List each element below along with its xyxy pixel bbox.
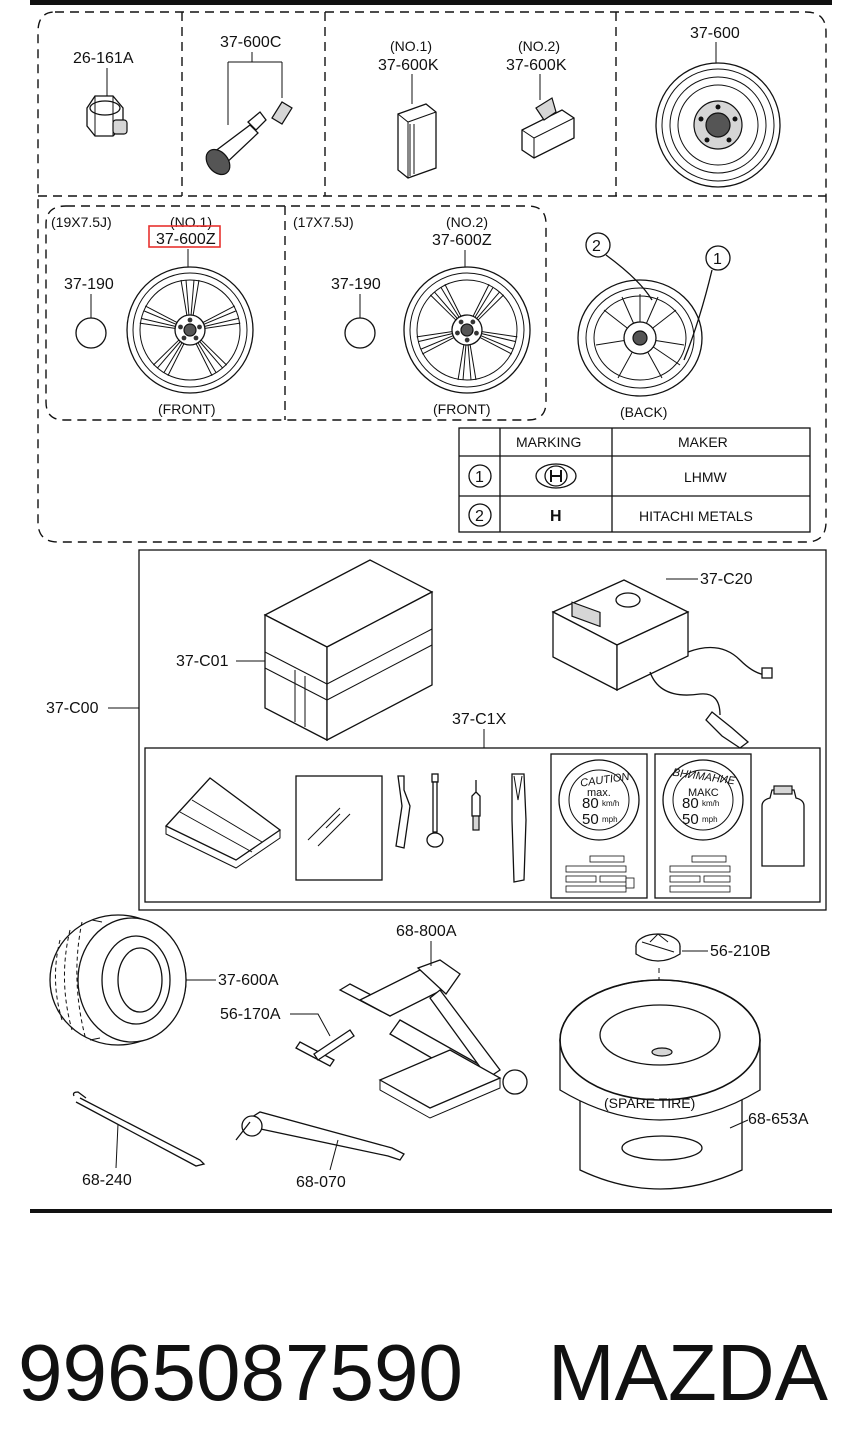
jack-icon <box>338 959 528 1119</box>
lug-wrench-icon <box>235 1111 405 1161</box>
weight-clip-icon <box>521 97 575 159</box>
speed-sticker-1: CAUTION max. 80 km/h 50 mph <box>550 753 648 899</box>
svg-text:km/h: km/h <box>602 799 619 808</box>
label-37-600K-1: 37-600K <box>378 57 439 74</box>
label-37-C20: 37-C20 <box>700 571 753 588</box>
label-37-600C: 37-600C <box>220 34 281 51</box>
svg-text:2: 2 <box>475 508 484 525</box>
center-cap-icon-2 <box>344 317 376 349</box>
back-view-label: (BACK) <box>620 404 667 420</box>
front-view-frame <box>45 205 547 421</box>
wheel-group-frame <box>37 11 827 543</box>
wheel-19-size: (19X7.5J) <box>51 214 112 230</box>
wheel-19-code: 37-600Z <box>156 231 216 248</box>
table-header-maker: MAKER <box>678 434 728 450</box>
wheel-icon <box>655 62 781 188</box>
top-rule <box>30 0 832 5</box>
bottom-rule <box>30 1209 832 1213</box>
spare-tire-label: (SPARE TIRE) <box>604 1095 695 1111</box>
weight-icon <box>397 103 437 179</box>
kit-box-icon <box>263 559 434 742</box>
svg-text:80: 80 <box>582 795 599 812</box>
wheel-17-icon <box>379 242 555 418</box>
jack-handle-icon <box>72 1091 206 1167</box>
label-37-C01: 37-C01 <box>176 653 229 670</box>
label-37-600: 37-600 <box>690 25 740 42</box>
callout-2 <box>585 232 611 258</box>
label-68-070: 68-070 <box>296 1174 346 1191</box>
wheel-17-view: (FRONT) <box>433 401 491 417</box>
label-68-653A: 68-653A <box>748 1111 809 1128</box>
brand-name: MAZDA <box>548 1328 829 1417</box>
valve-core-tools-icon <box>395 773 527 883</box>
label-56-170A: 56-170A <box>220 1006 281 1023</box>
svg-text:МАКС: МАКС <box>688 787 719 799</box>
wing-nut-icon <box>635 933 681 962</box>
spare-tire-tray-icon <box>559 979 761 1190</box>
label-37-600K-2: 37-600K <box>506 57 567 74</box>
label-26-161A: 26-161A <box>73 50 134 67</box>
table-header-marking: MARKING <box>516 434 581 450</box>
svg-text:mph: mph <box>602 815 618 824</box>
wheel-17-code: 37-600Z <box>432 232 492 249</box>
maker-hitachi: HITACHI METALS <box>639 508 753 524</box>
wheel-19-icon <box>127 267 253 393</box>
compressor-icon <box>551 579 773 749</box>
manual-icon <box>164 777 282 869</box>
label-37-600A: 37-600A <box>218 972 279 989</box>
label-37-C00: 37-C00 <box>46 700 99 717</box>
center-cap-icon <box>75 317 107 349</box>
label-56-210B: 56-210B <box>710 943 771 960</box>
label-68-800A: 68-800A <box>396 923 457 940</box>
wheel-19-view: (FRONT) <box>158 401 216 417</box>
cap-37-190-2: 37-190 <box>331 276 381 293</box>
svg-text:80: 80 <box>682 795 699 812</box>
sticker-sheet-icon <box>295 775 383 881</box>
label-68-240: 68-240 <box>82 1172 132 1189</box>
label-no1-tag: (NO.1) <box>390 38 432 54</box>
label-no2-tag: (NO.2) <box>518 38 560 54</box>
svg-text:1: 1 <box>475 469 484 486</box>
marking-h: H <box>550 508 562 525</box>
svg-text:50: 50 <box>582 811 599 828</box>
kit-set-frame <box>144 747 821 903</box>
wheel-17-tag: (NO.2) <box>446 214 488 230</box>
svg-text:1: 1 <box>713 251 722 268</box>
speed-sticker-2: ВНИМАНИЕ МАКС 80 km/h 50 mph <box>654 753 752 899</box>
lhmw-logo-icon <box>535 463 577 489</box>
t-handle-icon <box>295 1029 355 1067</box>
wheel-19-tag: (NO.1) <box>170 214 212 230</box>
valve-icon <box>205 101 293 176</box>
maker-lhmw: LHMW <box>684 469 728 485</box>
svg-text:2: 2 <box>592 238 601 255</box>
marking-table: MARKING MAKER 1 LHMW 2 H HITACHI METALS <box>458 427 811 533</box>
callout-1 <box>705 245 731 271</box>
highlight-box <box>148 225 221 248</box>
label-37-C1X: 37-C1X <box>452 711 507 728</box>
svg-text:50: 50 <box>682 811 699 828</box>
part-number: 9965087590 <box>18 1328 463 1417</box>
svg-text:max.: max. <box>587 787 611 799</box>
cap-37-190-1: 37-190 <box>64 276 114 293</box>
nut-icon <box>86 95 128 137</box>
svg-text:mph: mph <box>702 815 718 824</box>
repair-kit-frame <box>138 549 827 911</box>
wheel-17-size: (17X7.5J) <box>293 214 354 230</box>
back-wheel-icon <box>577 279 703 397</box>
svg-text:km/h: km/h <box>702 799 719 808</box>
tire-icon <box>49 914 187 1046</box>
sealant-bottle-icon <box>761 785 805 867</box>
